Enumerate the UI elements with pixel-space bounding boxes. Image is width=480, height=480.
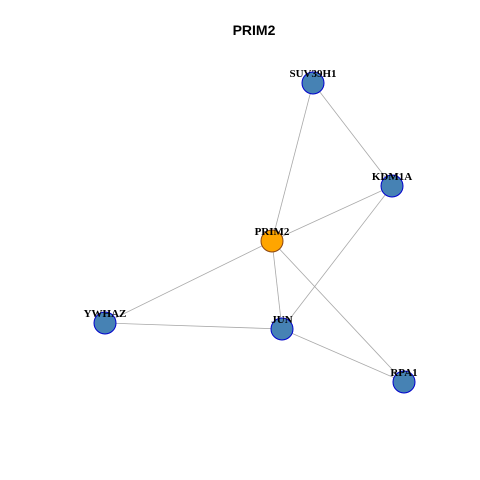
node-label-kdm1a: KDM1A [372,171,412,183]
node-ywhaz: YWHAZ [84,308,127,335]
node-suv39h1: SUV39H1 [289,68,337,95]
edge-layer [104,82,405,383]
node-label-rpa1: RPA1 [390,367,417,379]
edge-suv39h1-kdm1a [312,82,393,187]
edge-jun-rpa1 [281,328,405,383]
node-prim2: PRIM2 [255,226,290,253]
edge-ywhaz-jun [104,322,283,330]
node-circle-kdm1a [380,174,404,198]
edge-prim2-jun [271,240,283,330]
node-kdm1a: KDM1A [372,171,412,198]
node-label-ywhaz: YWHAZ [84,308,127,320]
edge-prim2-kdm1a [271,185,393,242]
node-label-suv39h1: SUV39H1 [289,68,336,80]
edge-prim2-rpa1 [271,240,405,383]
edge-prim2-ywhaz [104,240,273,324]
node-circle-suv39h1 [301,71,325,95]
node-circle-prim2 [260,229,284,253]
node-rpa1: RPA1 [390,367,418,394]
diagram-title: PRIM2 [233,22,276,38]
edge-prim2-suv39h1 [271,82,314,242]
node-label-jun: JUN [271,314,292,326]
node-circle-rpa1 [392,370,416,394]
node-label-prim2: PRIM2 [255,226,290,238]
edge-kdm1a-jun [281,185,393,330]
node-circle-jun [270,317,294,341]
node-circle-ywhaz [93,311,117,335]
node-jun: JUN [270,314,294,341]
